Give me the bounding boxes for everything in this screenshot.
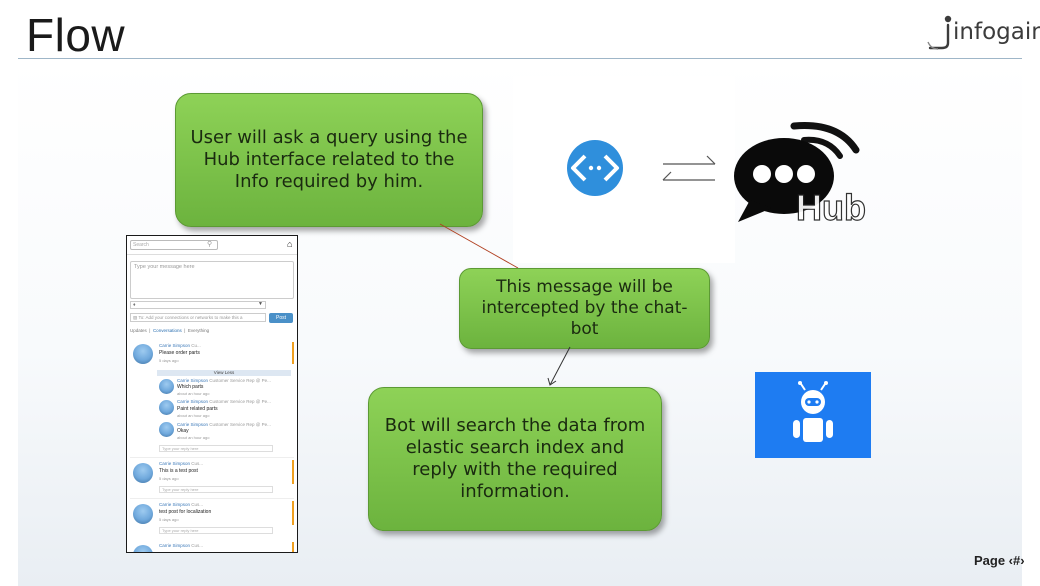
hub-label: Hub [796, 187, 866, 228]
flow-step-3-text: Bot will search the data from elastic se… [384, 415, 646, 502]
connector-step2-step3 [547, 346, 571, 386]
avatar [159, 379, 174, 394]
reply-time: about an hour ago [177, 413, 210, 418]
post-text: test post for localization [159, 509, 212, 515]
reply-author[interactable]: Carrie Simpson Customer Service Rep @ Pe… [177, 378, 271, 383]
message-input[interactable]: Type your message here [130, 261, 294, 299]
post-button[interactable]: Post [269, 313, 293, 323]
search-icon[interactable]: ⚲ [207, 241, 213, 248]
connector-step1-step2 [439, 223, 519, 269]
infogain-logo: infogain [925, 12, 1040, 52]
post-text: This is a test post [159, 468, 198, 474]
hub-ui-screenshot: Search ⚲ ⌂ Type your message here ♦ ▼ ▨ … [126, 235, 298, 553]
flow-step-1-text: User will ask a query using the Hub inte… [190, 127, 468, 192]
page-number: Page ‹#› [974, 553, 1025, 568]
slide-title: Flow [26, 9, 126, 61]
post-divider [130, 498, 294, 499]
view-less-link[interactable]: View Less [157, 370, 291, 376]
feed-tabs: Updates | Conversations | Everything [130, 328, 210, 333]
flow-step-2-box: This message will be intercepted by the … [459, 268, 710, 349]
reply-time: about an hour ago [177, 435, 210, 440]
logo-mark-icon [927, 15, 952, 50]
lock-icon: ▨ [133, 315, 138, 320]
title-divider [18, 58, 1022, 59]
header-divider [127, 254, 297, 255]
post-divider [130, 457, 294, 458]
reply-author[interactable]: Carrie Simpson Customer Service Rep @ Pe… [177, 399, 271, 404]
logo-text: infogain [953, 19, 1040, 45]
recipients-input[interactable]: ▨ To: Add your connections or networks t… [130, 313, 266, 322]
reply-input[interactable]: Type your reply here [159, 486, 273, 493]
unread-marker [292, 501, 294, 525]
reply-text: Which parts [177, 384, 204, 390]
unread-marker [292, 542, 294, 552]
hub-integration-graphic [567, 140, 716, 196]
home-icon[interactable]: ⌂ [287, 239, 293, 249]
search-input[interactable]: Search [130, 240, 218, 250]
avatar [159, 400, 174, 415]
post-author[interactable]: Carrie Simpson Cus... [159, 461, 204, 466]
flow-step-3-box: Bot will search the data from elastic se… [368, 387, 662, 531]
tab-conversations[interactable]: Conversations [152, 328, 182, 333]
robot-icon [793, 381, 833, 442]
flow-step-2-text: This message will be intercepted by the … [481, 277, 688, 339]
hub-integration-panel [513, 76, 735, 263]
reply-text: Paint related parts [177, 406, 218, 412]
reply-author[interactable]: Carrie Simpson Customer Service Rep @ Pe… [177, 422, 271, 427]
reply-input[interactable]: Type your reply here [159, 445, 273, 452]
reply-time: about an hour ago [177, 391, 210, 396]
unread-marker [292, 342, 294, 364]
post-author[interactable]: Carrie Simpson Cus... [159, 543, 204, 548]
chevron-down-icon[interactable]: ▼ [258, 301, 263, 307]
flow-step-1-box: User will ask a query using the Hub inte… [175, 93, 483, 227]
avatar [159, 422, 174, 437]
azure-bot-service-icon [567, 140, 623, 196]
chatbot-robot-tile [755, 372, 871, 458]
post-author[interactable]: Carrie Simpson Cus... [159, 502, 204, 507]
post-time: 5 days ago [159, 358, 179, 363]
post-time: 5 days ago [159, 476, 179, 481]
tag-dropdown[interactable]: ♦ [130, 301, 266, 309]
unread-marker [292, 460, 294, 484]
post-time: 5 days ago [159, 517, 179, 522]
post-text: Please order parts [159, 350, 200, 356]
avatar [133, 344, 153, 364]
reply-text: Okay [177, 428, 189, 434]
avatar [133, 545, 153, 552]
avatar [133, 463, 153, 483]
tab-updates[interactable]: Updates [130, 328, 147, 333]
avatar [133, 504, 153, 524]
post-author[interactable]: Carrie Simpson Cu... [159, 343, 201, 348]
tab-everything[interactable]: Everything [187, 328, 210, 333]
to-placeholder: Add your connections or networks to make… [145, 315, 243, 320]
to-label: To: [138, 315, 145, 320]
reply-input[interactable]: Type your reply here [159, 527, 273, 534]
hub-chat-icon: Hub [734, 122, 867, 228]
exchange-arrows-icon [662, 155, 716, 181]
